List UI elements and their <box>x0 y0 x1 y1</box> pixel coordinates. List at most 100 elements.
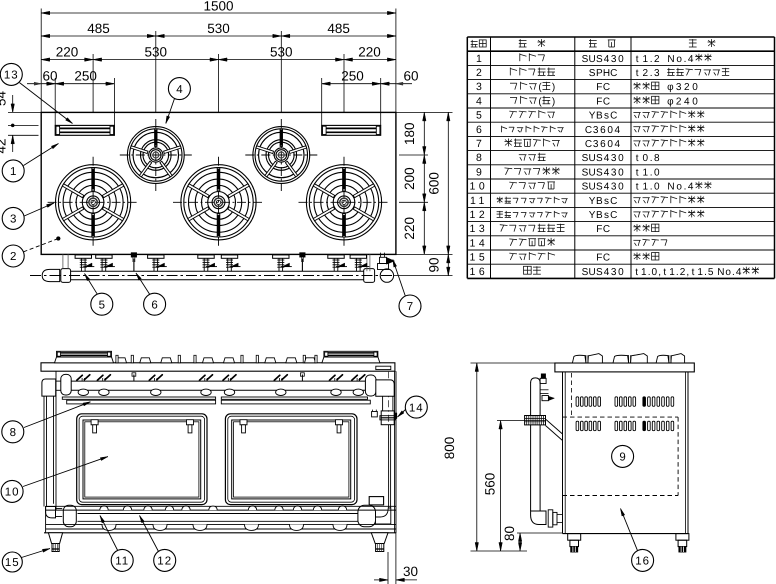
svg-text:t: t <box>636 182 639 193</box>
svg-text:.: . <box>650 68 653 79</box>
svg-text:.: . <box>650 182 653 193</box>
svg-text:,: , <box>686 267 689 278</box>
svg-text:o: o <box>676 54 682 65</box>
svg-text:S: S <box>582 267 589 278</box>
svg-text:11: 11 <box>115 556 129 568</box>
svg-text:C: C <box>603 82 610 93</box>
svg-text:0: 0 <box>643 153 649 164</box>
svg-text:C: C <box>603 253 610 264</box>
svg-text:C: C <box>610 210 617 221</box>
svg-text:4: 4 <box>615 139 621 150</box>
svg-text:.: . <box>732 267 735 278</box>
svg-text:3: 3 <box>654 68 660 79</box>
svg-text:t: t <box>692 267 695 278</box>
svg-text:12: 12 <box>470 209 489 221</box>
svg-text:14: 14 <box>409 402 424 414</box>
svg-text:13: 13 <box>4 70 19 82</box>
svg-text:5: 5 <box>99 299 105 311</box>
svg-text:11: 11 <box>470 195 488 207</box>
svg-text:12: 12 <box>157 556 172 568</box>
svg-text:4: 4 <box>688 182 694 193</box>
svg-text:3: 3 <box>476 81 482 93</box>
svg-text:30: 30 <box>403 564 418 579</box>
svg-text:.: . <box>650 54 653 65</box>
svg-text:S: S <box>596 182 603 193</box>
svg-text:Y: Y <box>589 111 596 122</box>
svg-text:60: 60 <box>42 68 57 83</box>
svg-text:250: 250 <box>341 68 364 83</box>
svg-text:(: ( <box>538 82 542 93</box>
svg-text:2: 2 <box>684 82 690 93</box>
svg-text:0: 0 <box>607 125 613 136</box>
svg-text:6: 6 <box>151 299 157 311</box>
svg-text:3: 3 <box>611 267 617 278</box>
svg-text:7: 7 <box>476 138 482 150</box>
svg-text:2: 2 <box>476 67 482 79</box>
svg-text:0: 0 <box>652 267 658 278</box>
svg-text:10: 10 <box>470 181 489 193</box>
svg-text:S: S <box>596 267 603 278</box>
svg-text:C: C <box>585 125 592 136</box>
svg-text:0: 0 <box>618 54 624 65</box>
svg-text:3: 3 <box>611 182 617 193</box>
svg-text:220: 220 <box>402 217 417 240</box>
svg-text:C: C <box>610 196 617 207</box>
svg-text:U: U <box>588 182 595 193</box>
svg-text:90: 90 <box>426 257 441 272</box>
svg-text:250: 250 <box>74 68 97 83</box>
svg-text:2: 2 <box>680 267 686 278</box>
svg-text:0: 0 <box>607 139 613 150</box>
svg-text:16: 16 <box>635 556 650 568</box>
svg-text:3: 3 <box>611 167 617 178</box>
svg-text:3: 3 <box>593 139 599 150</box>
svg-text:5: 5 <box>708 267 714 278</box>
svg-text:Y: Y <box>589 210 596 221</box>
svg-text:485: 485 <box>87 21 110 36</box>
svg-text:5: 5 <box>476 110 482 122</box>
svg-text:4: 4 <box>736 267 742 278</box>
svg-text:F: F <box>596 96 602 107</box>
svg-text:.: . <box>684 54 687 65</box>
svg-text:s: s <box>604 196 609 207</box>
svg-text:9: 9 <box>619 452 625 464</box>
svg-text:2: 2 <box>643 68 649 79</box>
svg-text:800: 800 <box>442 437 457 460</box>
svg-text:1: 1 <box>643 54 649 65</box>
svg-text:U: U <box>588 153 595 164</box>
svg-text:t: t <box>663 267 666 278</box>
svg-text:4: 4 <box>615 125 621 136</box>
svg-text:N: N <box>667 182 674 193</box>
svg-text:S: S <box>582 153 589 164</box>
svg-text:485: 485 <box>327 21 350 36</box>
svg-text:S: S <box>596 167 603 178</box>
svg-text:1: 1 <box>476 53 482 65</box>
svg-text:0: 0 <box>618 267 624 278</box>
svg-text:16: 16 <box>470 266 489 278</box>
svg-text:42: 42 <box>0 138 9 153</box>
svg-text:F: F <box>596 253 602 264</box>
svg-text:0: 0 <box>654 167 660 178</box>
svg-text:560: 560 <box>483 473 498 496</box>
svg-text:t: t <box>636 153 639 164</box>
svg-text:220: 220 <box>56 45 79 60</box>
svg-text:.: . <box>684 182 687 193</box>
svg-text:B: B <box>596 111 603 122</box>
svg-text:0: 0 <box>618 167 624 178</box>
svg-text:530: 530 <box>270 45 293 60</box>
svg-text:2: 2 <box>676 96 682 107</box>
svg-text:4: 4 <box>604 267 610 278</box>
svg-text:.: . <box>650 167 653 178</box>
svg-text:530: 530 <box>145 45 168 60</box>
svg-text:U: U <box>588 167 595 178</box>
svg-text:S: S <box>589 68 596 79</box>
svg-text:0: 0 <box>654 182 660 193</box>
svg-text:t: t <box>636 54 639 65</box>
svg-text:o: o <box>676 182 682 193</box>
svg-text:7: 7 <box>407 301 413 313</box>
svg-text:(: ( <box>538 96 542 107</box>
svg-text:.: . <box>648 267 651 278</box>
svg-text:4: 4 <box>176 84 183 96</box>
svg-text:B: B <box>596 196 603 207</box>
svg-text:1: 1 <box>10 166 16 178</box>
svg-text:180: 180 <box>402 122 417 145</box>
